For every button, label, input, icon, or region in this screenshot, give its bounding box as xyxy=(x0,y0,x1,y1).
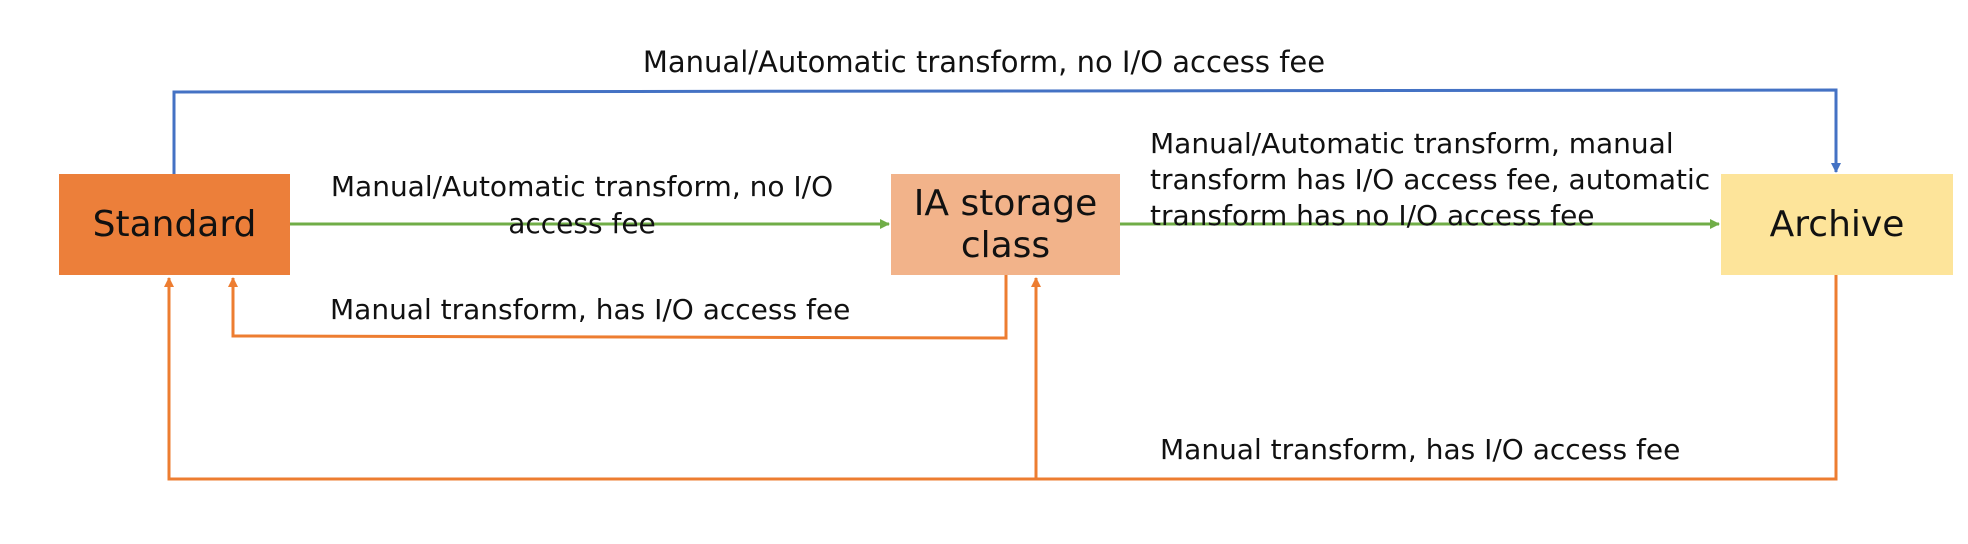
node-archive: Archive xyxy=(1721,174,1953,275)
edge-label-ia-to-archive-line2: transform has I/O access fee, automatic xyxy=(1150,163,1711,196)
node-ia-storage-class: IA storage class xyxy=(891,174,1120,275)
node-standard-label: Standard xyxy=(92,203,257,245)
edge-label-ia-to-archive-line3: transform has no I/O access fee xyxy=(1150,199,1595,232)
node-archive-label: Archive xyxy=(1769,203,1905,245)
arrow-archive-to-standard xyxy=(164,275,1838,481)
edge-label-standard-to-ia: Manual/Automatic transform, no I/O acces… xyxy=(322,168,842,242)
edge-label-ia-to-archive-line1: Manual/Automatic transform, manual xyxy=(1150,127,1674,160)
edge-label-standard-to-archive: Manual/Automatic transform, no I/O acces… xyxy=(642,45,1326,79)
edge-label-ia-to-standard: Manual transform, has I/O access fee xyxy=(330,293,851,326)
node-standard: Standard xyxy=(59,174,290,275)
arrow-standard-to-archive xyxy=(172,88,1841,174)
node-ia-label-line2: class xyxy=(960,224,1051,266)
edge-label-ia-to-archive: Manual/Automatic transform, manual trans… xyxy=(1150,126,1710,234)
edge-label-archive-to-standard: Manual transform, has I/O access fee xyxy=(1160,433,1681,466)
edge-label-standard-to-ia-line1: Manual/Automatic transform, no I/O xyxy=(330,170,834,203)
arrow-ia-to-standard xyxy=(228,275,1008,340)
node-ia-label-line1: IA storage xyxy=(913,182,1098,224)
edge-label-standard-to-ia-line2: access fee xyxy=(508,207,656,240)
